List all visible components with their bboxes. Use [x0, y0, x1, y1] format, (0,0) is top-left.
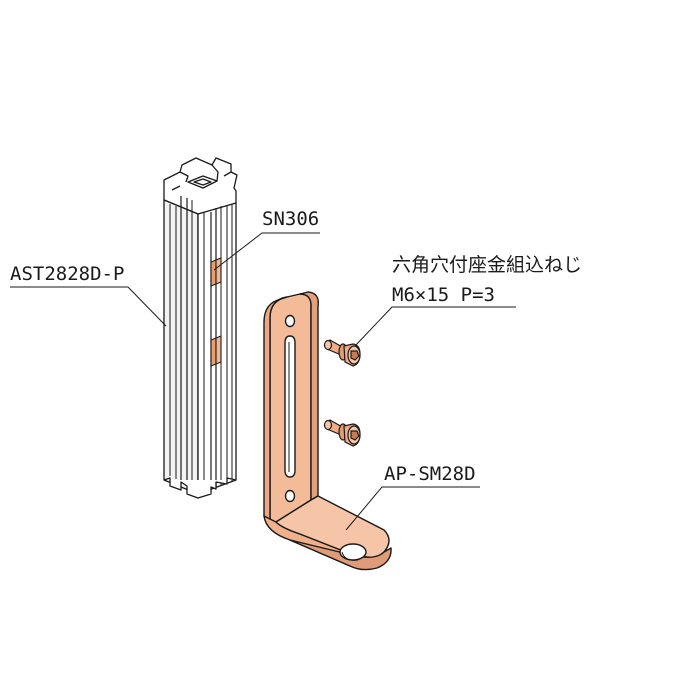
leader-nut [213, 232, 320, 271]
label-bracket: AP-SM28D [384, 463, 476, 485]
label-screw-name: 六角穴付座金組込ねじ [392, 254, 583, 276]
label-screw-spec: M6×15 P=3 [392, 284, 495, 306]
leader-lines [10, 232, 516, 531]
leader-bracket [345, 486, 480, 531]
l-angle-bracket [263, 291, 392, 571]
aluminum-profile [163, 157, 238, 499]
hex-socket-cap-screw-upper [323, 339, 361, 367]
label-nut: SN306 [262, 208, 320, 230]
slide-nut [210, 257, 222, 367]
hex-socket-cap-screw-lower [323, 419, 361, 447]
label-profile: AST2828D-P [10, 263, 125, 285]
leader-profile [10, 286, 167, 327]
leader-screw [354, 306, 516, 347]
